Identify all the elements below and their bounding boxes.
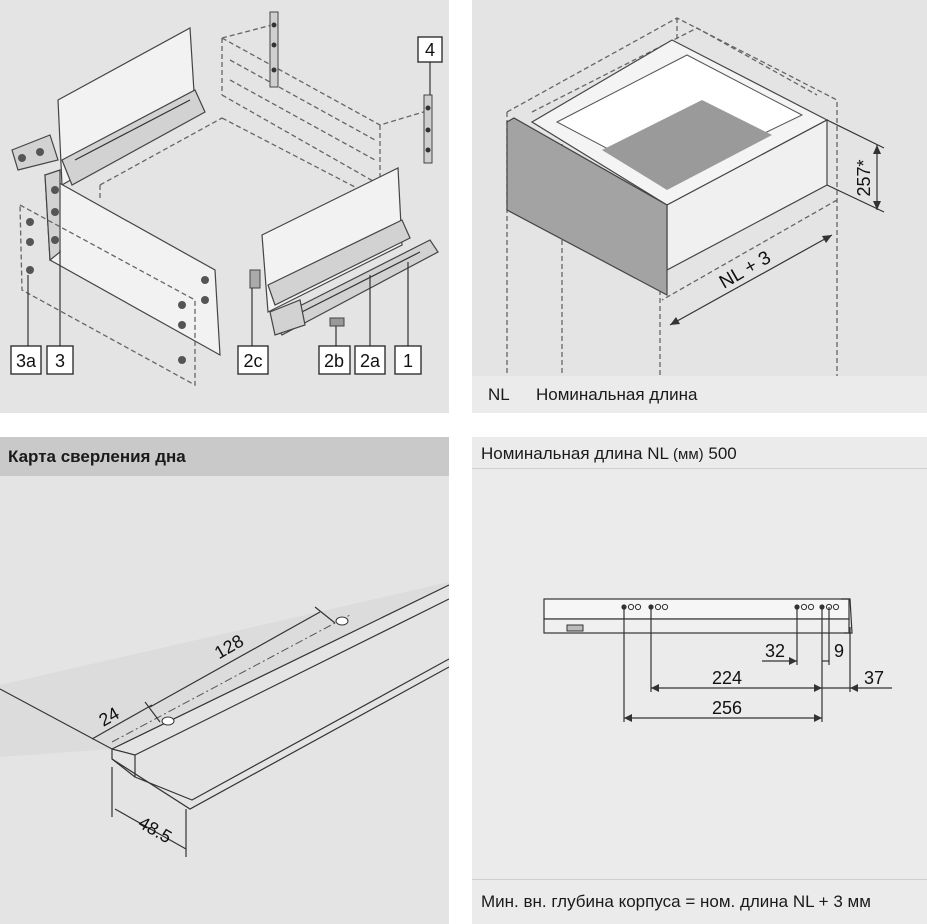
drawer-side-right — [261, 167, 411, 313]
drilling-drawing: 128 24 48.5 — [0, 582, 449, 857]
runner-drawing: 32 9 224 37 256 — [543, 598, 892, 722]
dim-48-5: 48.5 — [111, 767, 187, 857]
clip-2c — [249, 269, 261, 289]
assembly-panel: 4 3a 3 2c 2b 2a 1 — [0, 0, 449, 413]
part-label-2a: 2a — [360, 351, 381, 371]
cabinet-drawing: 257* NL + 3 — [506, 17, 885, 376]
cabinet-canvas: 257* NL + 3 — [472, 0, 927, 376]
runner-title-value: 500 — [703, 444, 737, 463]
rear-bracket-right — [423, 94, 433, 164]
cabinet-frame — [506, 17, 838, 376]
legend-desc: Номинальная длина — [536, 385, 698, 404]
runner-bracket-left — [11, 134, 59, 171]
part-label-4: 4 — [425, 40, 435, 60]
rear-bracket-top — [269, 11, 279, 88]
cabinet-outline — [99, 24, 431, 201]
bottom-board — [0, 582, 449, 810]
runner-title: Номинальная длина NL (мм) 500 — [481, 444, 737, 464]
dim-label-9: 9 — [834, 641, 844, 661]
runner-panel: Номинальная длина NL (мм) 500 32 — [472, 437, 927, 924]
dim-256: 256 — [624, 698, 822, 722]
runner-title-unit: (мм) — [673, 446, 704, 463]
part-label-2b: 2b — [324, 351, 344, 371]
dim-37: 37 — [822, 668, 892, 692]
dim-label-32: 32 — [765, 641, 785, 661]
dim-label-37: 37 — [864, 668, 884, 688]
drilling-title: Карта сверления дна — [8, 447, 186, 466]
part-tag-1: 1 — [394, 345, 422, 375]
dim-label-256: 256 — [712, 698, 742, 718]
part-label-2c: 2c — [243, 351, 262, 371]
runner-right — [269, 239, 439, 336]
part-tag-4: 4 — [417, 36, 443, 63]
depth-label: NL + 3 — [716, 247, 775, 293]
part-tag-2a: 2a — [354, 345, 386, 375]
part-tag-2b: 2b — [318, 345, 351, 375]
height-dimension: 257* — [826, 119, 885, 213]
extension-lines — [623, 607, 851, 722]
height-label: 257* — [854, 159, 874, 196]
leader-lines — [27, 62, 431, 346]
fitting-screws — [26, 186, 209, 364]
part-tag-2c: 2c — [237, 345, 269, 375]
dim-label-48-5: 48.5 — [135, 812, 175, 847]
front-panel — [44, 169, 221, 357]
dim-32: 32 — [762, 641, 797, 665]
cabinet-panel: 257* NL + 3 NL Номинальная длина — [472, 0, 927, 413]
part-label-1: 1 — [403, 351, 413, 371]
legend: NL Номинальная длина — [472, 376, 927, 413]
drilling-panel: Карта сверления дна 128 24 — [0, 437, 449, 924]
part-tag-3a: 3a — [10, 345, 42, 375]
drawer-front — [506, 117, 668, 296]
runner-footer: Мин. вн. глубина корпуса = ном. длина NL… — [472, 879, 927, 924]
part-label-3: 3 — [55, 351, 65, 371]
runner-title-prefix: Номинальная длина NL — [481, 444, 674, 463]
assembly-drawing: 4 3a 3 2c 2b 2a 1 — [10, 11, 443, 387]
dim-224: 224 — [651, 668, 822, 692]
front-panel-dashed — [19, 203, 196, 387]
runner-footer-text: Мин. вн. глубина корпуса = ном. длина NL… — [481, 892, 871, 911]
drawer-back-left — [57, 27, 206, 187]
runner-profile — [543, 598, 853, 634]
part-label-3a: 3a — [16, 351, 37, 371]
drilling-header: Карта сверления дна — [0, 437, 449, 476]
dim-9: 9 — [822, 641, 844, 662]
part-tag-3: 3 — [46, 345, 74, 375]
dim-label-224: 224 — [712, 668, 742, 688]
runner-header: Номинальная длина NL (мм) 500 — [472, 437, 927, 469]
clip-2b — [329, 317, 345, 327]
drawer-box — [530, 39, 829, 271]
legend-abbr: NL — [488, 385, 510, 404]
